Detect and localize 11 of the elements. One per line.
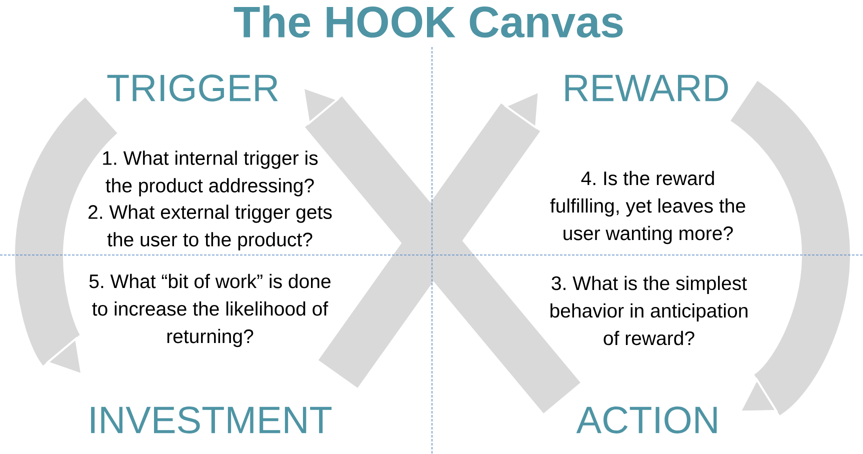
stage-label: REWARD — [565, 74, 728, 102]
stage-label: ACTION — [576, 406, 717, 434]
question-text: 3. What is the simplest behavior in anticipation of reward? — [550, 276, 748, 346]
stage-label: TRIGGER — [107, 74, 278, 102]
question-text: 1. What internal trigger is the product addressing? — [103, 150, 318, 196]
title: The HOOK Canvas — [234, 5, 623, 38]
question-text: 2. What external trigger gets the user to the product? — [88, 204, 332, 250]
question-text: 4. Is the reward fulfilling, yet leaves the user wanting more? — [550, 170, 746, 244]
question-text: 5. What “bit of work” is done to increase the likelihood of returning? — [89, 274, 330, 348]
stage-label: INVESTMENT — [91, 406, 332, 434]
curved-arrow — [730, 81, 850, 414]
